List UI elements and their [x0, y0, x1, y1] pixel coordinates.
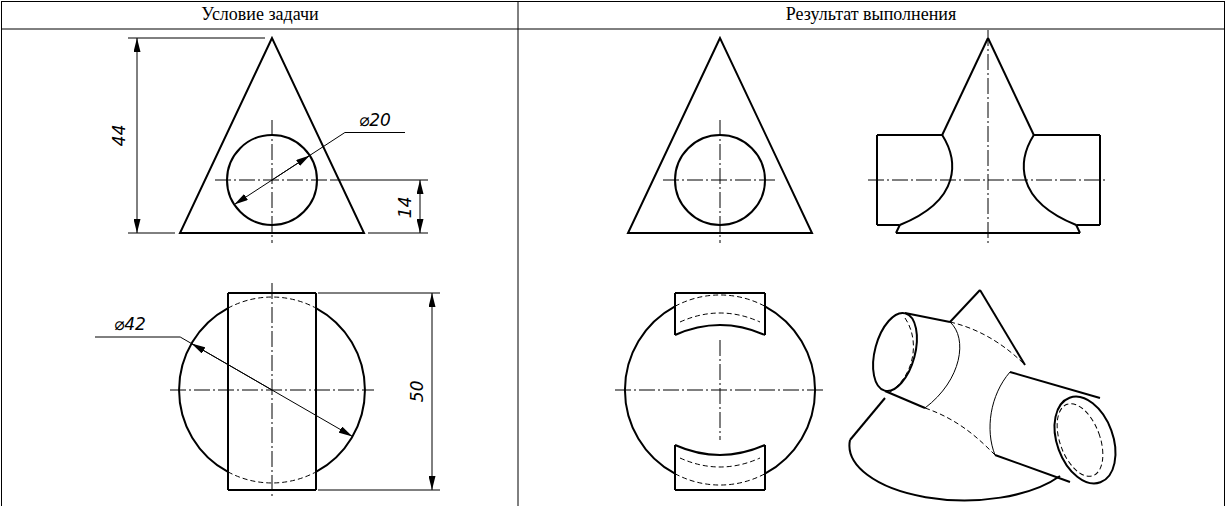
dimension-value: 44 — [111, 124, 130, 146]
result-isometric-view — [850, 398, 885, 440]
dimension-44 — [137, 38, 138, 233]
result-isometric-view — [905, 313, 950, 322]
dimension-44 — [128, 38, 265, 39]
result-side-view — [942, 38, 988, 135]
table-grid — [1, 1, 2, 506]
dimension-50 — [318, 293, 440, 490]
result-top-view — [674, 293, 676, 335]
result-top-view — [675, 445, 765, 455]
result-top-view — [764, 293, 766, 335]
dimension-d20 — [345, 132, 405, 133]
task-top-view — [170, 283, 374, 497]
result-isometric-view — [1048, 397, 1112, 482]
result-side-view — [896, 225, 900, 233]
dimension-d42 — [192, 344, 273, 391]
result-top-view — [674, 445, 676, 490]
dimension-44 — [128, 38, 265, 233]
result-side-view — [1076, 225, 1080, 233]
table-grid — [1, 1, 1225, 2]
dimension-14 — [368, 233, 428, 234]
result-isometric-view — [995, 455, 1070, 482]
dimension-value: 14 — [397, 196, 416, 218]
dimension-44 — [128, 233, 175, 234]
dimension-d42 — [95, 337, 353, 437]
dimension-50 — [318, 293, 440, 294]
result-isometric-view — [990, 372, 1010, 455]
result-side-view — [1034, 134, 1100, 136]
result-isometric-view — [890, 318, 913, 392]
result-isometric-view — [925, 322, 960, 408]
dimension-d42 — [180, 337, 352, 437]
result-side-view — [868, 180, 1108, 181]
task-top-view — [315, 293, 317, 490]
dimension-d20 — [272, 155, 310, 180]
result-isometric-view — [950, 322, 1025, 365]
result-top-view — [680, 458, 760, 467]
result-top-view — [675, 325, 765, 335]
result-top-view — [680, 313, 760, 322]
result-isometric-view — [950, 290, 980, 322]
dimension-d20 — [234, 133, 345, 205]
result-isometric-view — [980, 290, 1025, 365]
result-side-view — [988, 30, 989, 245]
result-side-view — [868, 30, 1108, 245]
dimension-value: ⌀42 — [114, 315, 146, 334]
result-top-view — [720, 340, 721, 440]
table-grid — [1, 29, 1225, 30]
result-side-view — [988, 38, 1034, 135]
result-top-view — [764, 445, 766, 490]
result-side-view — [877, 134, 942, 136]
dimension-14 — [330, 180, 428, 233]
table-header: Результат выполнения — [786, 5, 957, 25]
table-header: Условие задачи — [201, 5, 318, 25]
result-isometric-view — [925, 408, 995, 455]
result-side-view — [877, 224, 900, 226]
result-top-view — [675, 292, 765, 294]
result-top-view — [615, 293, 825, 490]
dimension-50 — [318, 490, 440, 491]
result-isometric-view — [849, 440, 1060, 500]
result-isometric-view — [865, 308, 924, 396]
result-side-view — [1076, 224, 1100, 226]
dimension-d42 — [95, 337, 180, 338]
dimension-50 — [432, 293, 433, 490]
result-front-view — [720, 120, 721, 243]
result-isometric-view — [1043, 388, 1126, 492]
dimension-value: ⌀20 — [359, 111, 391, 130]
table-grid — [1224, 1, 1225, 506]
result-front-view — [663, 180, 778, 181]
dimension-d20 — [234, 133, 405, 205]
dimension-value: 50 — [409, 380, 428, 402]
task-front-view — [180, 38, 364, 243]
table-grid — [518, 1, 519, 506]
result-isometric-view — [1010, 372, 1100, 398]
result-top-view — [675, 489, 765, 491]
result-isometric-view — [885, 391, 925, 408]
task-top-view — [227, 293, 229, 490]
result-isometric-view — [849, 290, 1126, 500]
result-top-view — [675, 474, 765, 485]
result-front-view — [628, 38, 812, 243]
task-front-view — [272, 120, 273, 243]
dimension-14 — [420, 180, 421, 233]
result-top-view — [675, 295, 765, 306]
dimension-14 — [330, 180, 428, 181]
